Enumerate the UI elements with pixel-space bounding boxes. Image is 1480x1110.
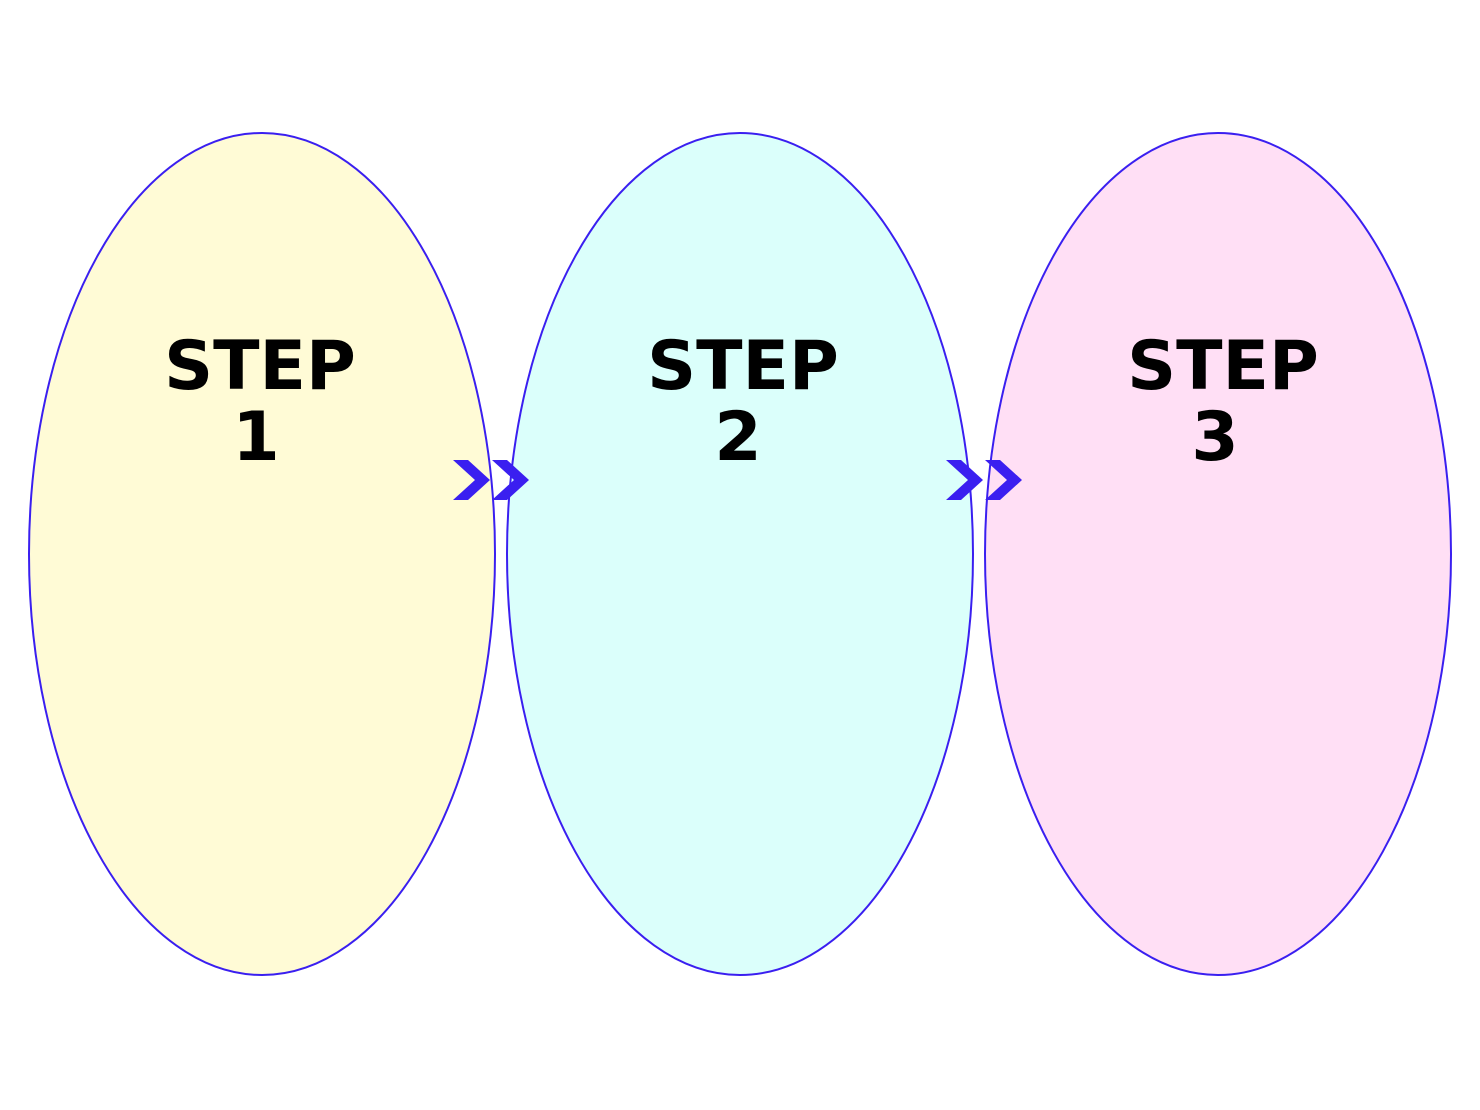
step-1-title: STEP — [164, 327, 356, 406]
step-2-ellipse — [506, 132, 974, 976]
step-1: STEP 1 — [28, 132, 496, 976]
step-3-number: 3 — [1191, 398, 1238, 477]
chevron-right-icon — [492, 460, 529, 500]
step-3-title: STEP — [1127, 327, 1319, 406]
step-1-number: 1 — [232, 398, 279, 477]
step-2-title: STEP — [647, 327, 839, 406]
step-2: STEP 2 — [506, 132, 974, 976]
step-3: STEP 3 — [984, 132, 1452, 976]
chevron-right-icon — [985, 460, 1022, 500]
chevron-right-icon — [453, 460, 490, 500]
double-chevron-right-icon — [453, 460, 529, 500]
step-1-ellipse — [28, 132, 496, 976]
double-chevron-right-icon — [946, 460, 1022, 500]
step-2-number: 2 — [714, 398, 761, 477]
chevron-right-icon — [946, 460, 983, 500]
step-3-ellipse — [984, 132, 1452, 976]
